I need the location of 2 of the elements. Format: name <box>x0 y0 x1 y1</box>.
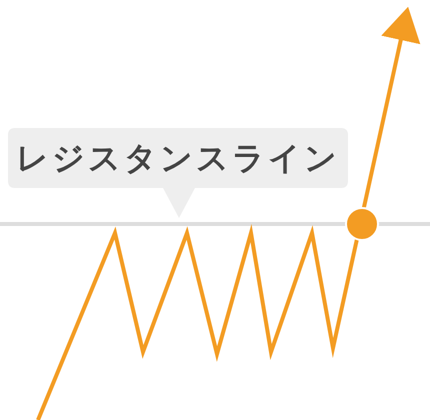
callout-bubble <box>8 128 348 218</box>
callout-label: レジスタンスライン <box>16 140 340 176</box>
